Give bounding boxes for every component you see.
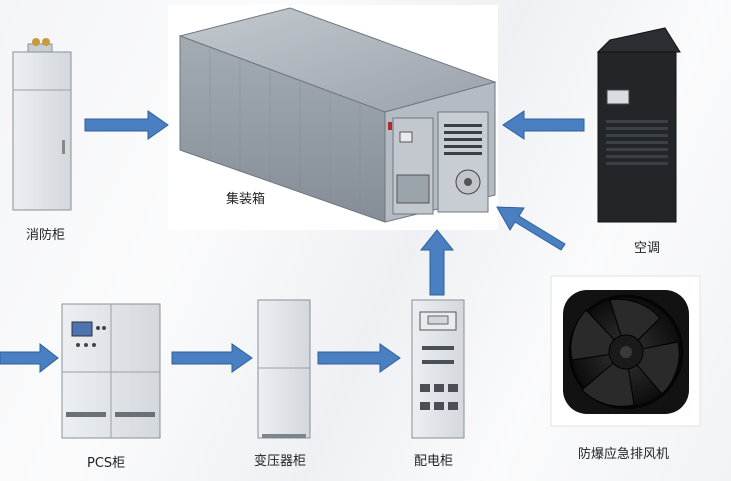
arrow-pcs-to-transformer — [171, 343, 253, 373]
arrow-fan-to-container — [496, 206, 566, 251]
aircon-label: 空调 — [634, 241, 661, 256]
arrow-input-to-pcs — [0, 342, 59, 374]
distribution-cabinet-image — [411, 299, 465, 439]
exhaust-fan-image — [550, 275, 701, 427]
pcs-cabinet-label: PCS柜 — [87, 456, 126, 471]
arrows — [0, 110, 585, 374]
container-label: 集装箱 — [226, 192, 266, 207]
distribution-cabinet-label: 配电柜 — [414, 454, 454, 469]
arrow-transformer-to-distribution — [317, 343, 401, 373]
fire-cabinet-image — [12, 38, 72, 211]
pcs-cabinet-image — [61, 303, 161, 439]
arrow-distribution-to-container — [419, 229, 455, 296]
arrow-fire-to-container — [84, 110, 169, 140]
aircon-image — [596, 27, 681, 223]
transformer-cabinet-image — [257, 299, 311, 439]
transformer-cabinet-label: 变压器柜 — [254, 454, 307, 469]
arrow-aircon-to-container — [502, 110, 585, 140]
container-image — [168, 5, 498, 230]
exhaust-fan-label: 防爆应急排风机 — [578, 447, 670, 462]
fire-cabinet-label: 消防柜 — [26, 228, 66, 243]
